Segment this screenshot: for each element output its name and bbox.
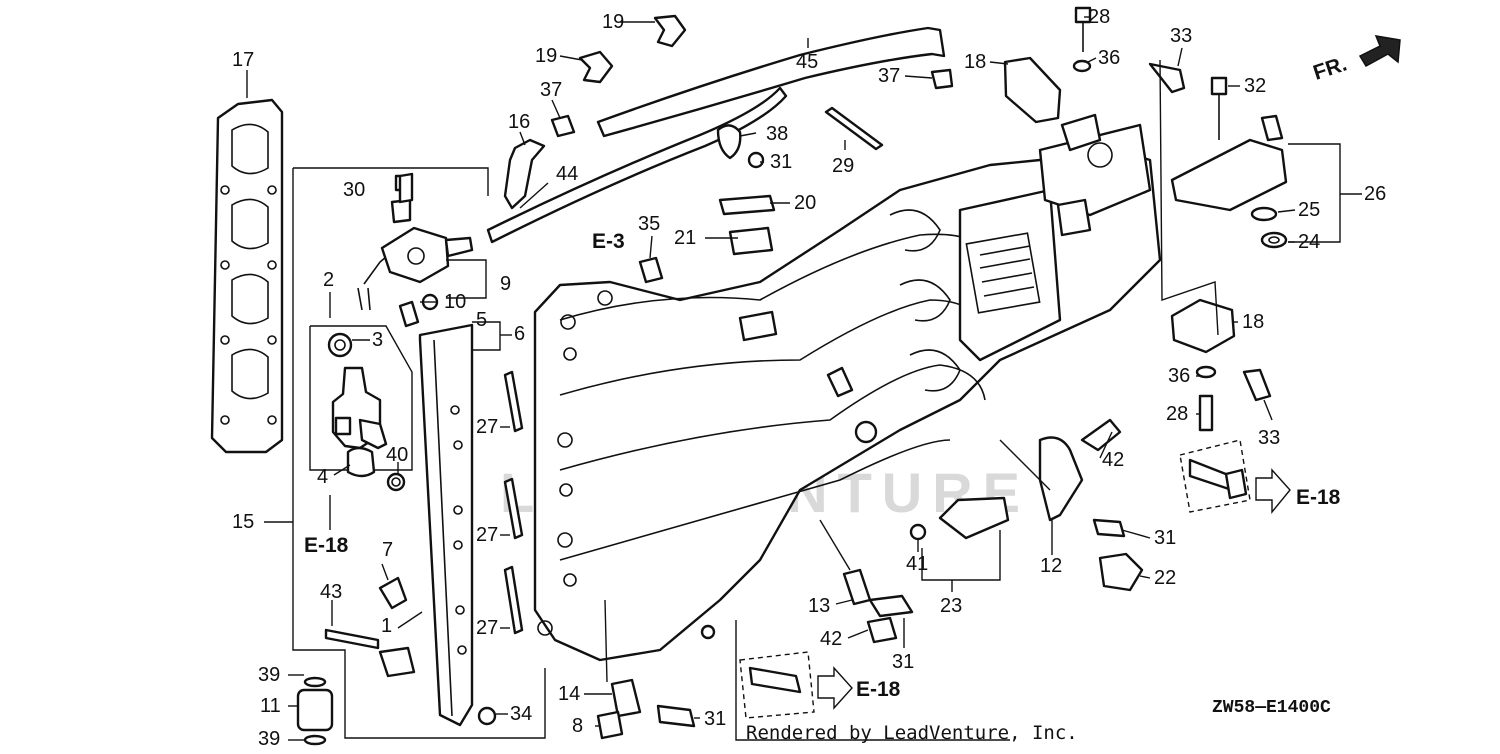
callout-15: 15 [232, 511, 254, 533]
callout-10: 10 [444, 291, 466, 313]
ref-e18-bottom: E-18 [856, 678, 901, 701]
leader-lines [246, 16, 1362, 741]
callout-37-left: 37 [540, 79, 562, 101]
callout-35: 35 [638, 213, 660, 235]
ref-e3: E-3 [592, 230, 625, 253]
callout-41: 41 [906, 553, 928, 575]
callout-33-top: 33 [1170, 25, 1192, 47]
callout-17: 17 [232, 49, 254, 71]
callout-37-right: 37 [878, 65, 900, 87]
direction-front-label: FR. [1310, 52, 1349, 84]
drawing-code: ZW58—E1400C [1212, 698, 1331, 718]
callout-42-right: 42 [1102, 449, 1124, 471]
callout-18-right: 18 [1242, 311, 1264, 333]
fuel-rail [296, 323, 497, 746]
fuel-rail-group-box [292, 167, 546, 739]
callout-27-a: 27 [476, 416, 498, 438]
callout-31-bottom: 31 [892, 651, 914, 673]
intake-manifold [533, 113, 1162, 662]
callout-14: 14 [558, 683, 580, 705]
callout-8: 8 [572, 715, 583, 737]
callout-27-b: 27 [476, 524, 498, 546]
callout-5: 5 [476, 309, 487, 331]
callout-45: 45 [796, 51, 818, 73]
callout-31-right: 31 [1154, 527, 1176, 549]
callout-26: 26 [1364, 183, 1386, 205]
callout-24: 24 [1298, 231, 1320, 253]
callout-36-right: 36 [1168, 365, 1190, 387]
callout-43: 43 [320, 581, 342, 603]
reference-boxes [735, 35, 1401, 741]
callout-34: 34 [510, 703, 532, 725]
callout-12: 12 [1040, 555, 1062, 577]
callout-numbers: 17 2 3 4 40 30 9 10 5 6 7 43 1 39 11 39 … [232, 6, 1386, 750]
callout-9: 9 [500, 273, 511, 295]
callout-7: 7 [382, 539, 393, 561]
callout-28-top: 28 [1088, 6, 1110, 28]
callout-19: 19 [535, 45, 557, 67]
callout-28-right: 28 [1166, 403, 1188, 425]
callout-2: 2 [323, 269, 334, 291]
callout-44: 44 [556, 163, 578, 185]
callout-31-lowest: 31 [704, 708, 726, 730]
callout-33-right: 33 [1258, 427, 1280, 449]
ref-e18-right: E-18 [1296, 486, 1341, 509]
rendered-by-credit: Rendered by LeadVenture, Inc. [746, 722, 1078, 744]
callout-21: 21 [674, 227, 696, 249]
callout-31-top: 31 [770, 151, 792, 173]
callout-16: 16 [508, 111, 530, 133]
callout-40: 40 [386, 444, 408, 466]
callout-30: 30 [343, 179, 365, 201]
callout-36-top: 36 [1098, 47, 1120, 69]
callout-3: 3 [372, 329, 383, 351]
callout-23: 23 [940, 595, 962, 617]
callout-39-top: 39 [258, 664, 280, 686]
hardware [398, 6, 1288, 740]
callout-42-bottom: 42 [820, 628, 842, 650]
callout-22: 22 [1154, 567, 1176, 589]
reference-labels: E-3 E-18 E-18 E-18 FR. [304, 52, 1350, 701]
callout-13: 13 [808, 595, 830, 617]
injector-group [309, 251, 413, 492]
callout-19-top: 19 [602, 11, 624, 33]
callout-20: 20 [794, 192, 816, 214]
callout-4: 4 [317, 466, 328, 488]
intake-gasket [210, 98, 284, 454]
ref-e18-left: E-18 [304, 534, 349, 557]
callout-6: 6 [514, 323, 525, 345]
studs [503, 106, 884, 635]
callout-38: 38 [766, 123, 788, 145]
callout-1: 1 [381, 615, 392, 637]
pressure-regulator [380, 174, 474, 328]
callout-29: 29 [832, 155, 854, 177]
callout-32: 32 [1244, 75, 1266, 97]
callout-18-top: 18 [964, 51, 986, 73]
hoses [486, 26, 946, 244]
callout-27-c: 27 [476, 617, 498, 639]
callout-11: 11 [260, 695, 281, 717]
callout-25: 25 [1298, 199, 1320, 221]
callout-39-bottom: 39 [258, 728, 280, 749]
